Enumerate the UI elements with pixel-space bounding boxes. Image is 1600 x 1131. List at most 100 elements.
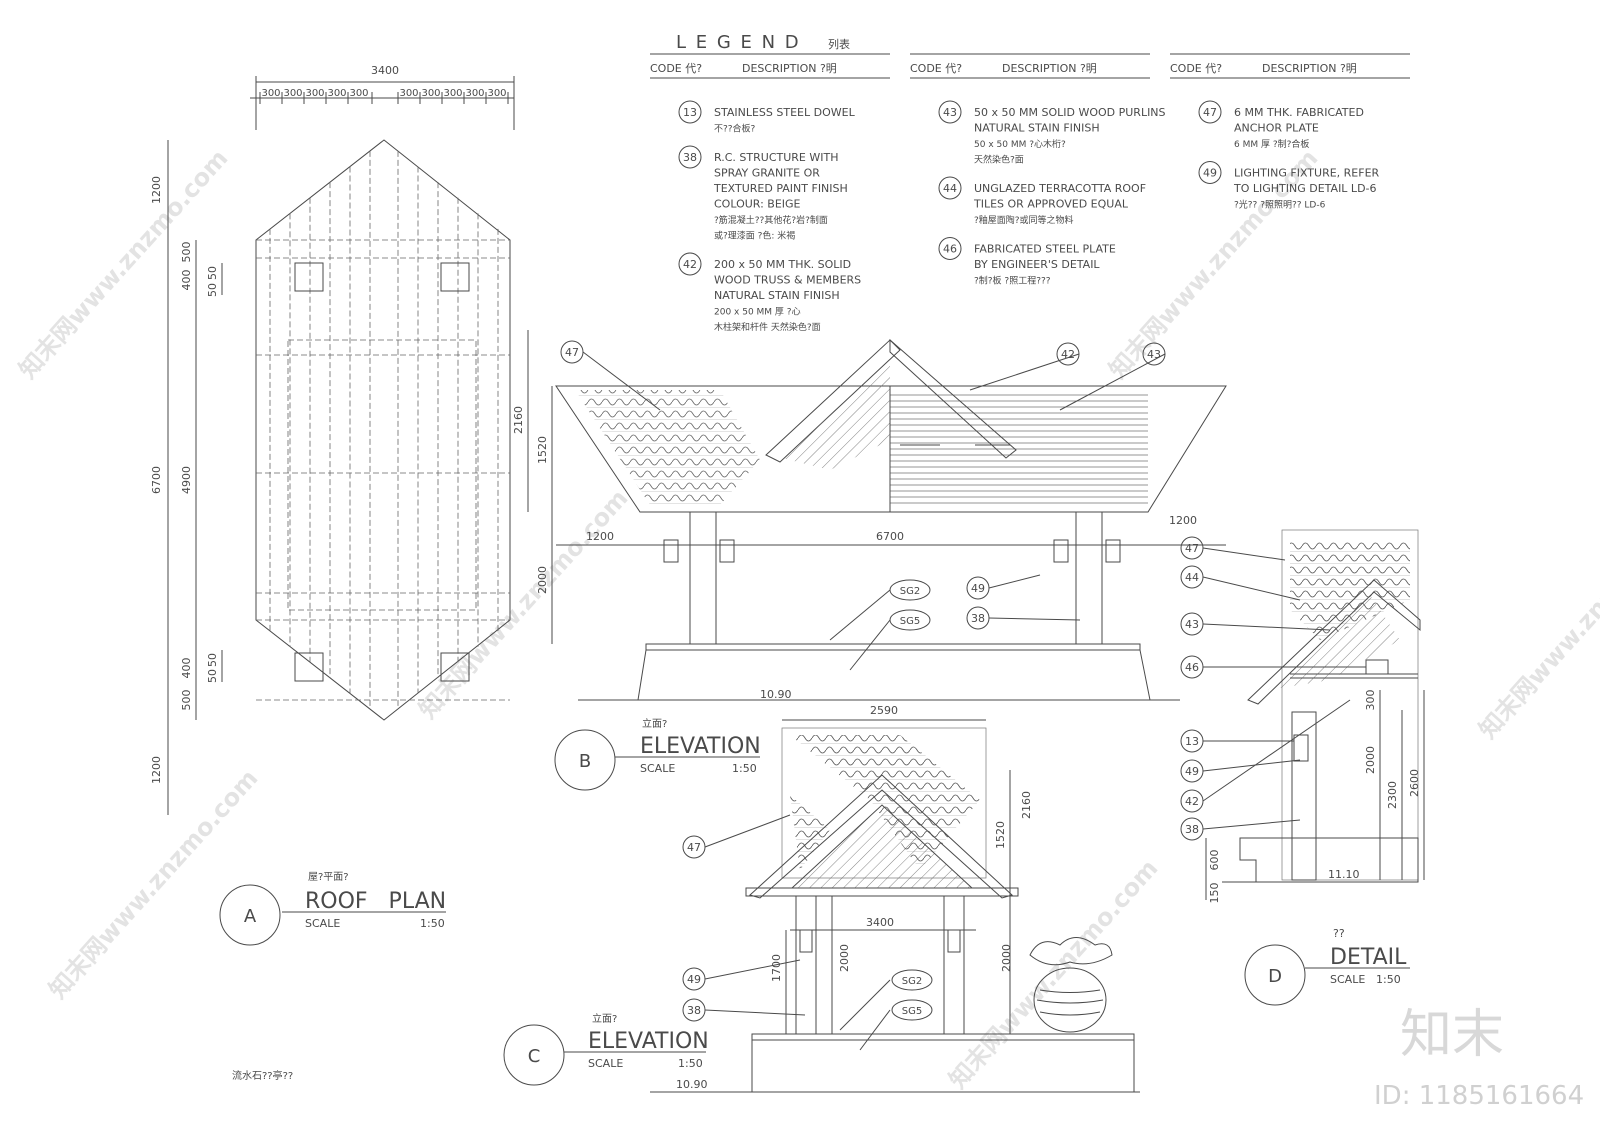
legend-description-line: ANCHOR PLATE: [1234, 122, 1319, 135]
legend-title: L E G E N D: [676, 32, 801, 53]
legend-description-line: 天然染色?面: [974, 154, 1024, 166]
tag-sg-label: SG5: [900, 616, 920, 627]
callout-bubble-label: 38: [1185, 823, 1199, 836]
legend-description-line: BY ENGINEER'S DETAIL: [974, 258, 1100, 271]
elev-c-scale-value: 1:50: [678, 1057, 703, 1070]
dim-top-segment: 300: [305, 88, 324, 99]
callout-bubble: 49: [682, 967, 706, 991]
legend-description-line: 6 MM 厚 ?制?合板: [1234, 138, 1309, 150]
legend-description-line: ?筋混凝土??其他花?岩?制面: [714, 214, 828, 226]
legend-description-line: TILES OR APPROVED EQUAL: [973, 198, 1129, 211]
elev-c-letter: C: [528, 1046, 541, 1067]
legend-description-line: 50 x 50 MM SOLID WOOD PURLINS: [974, 106, 1166, 119]
callout-bubble: 38: [1180, 817, 1204, 841]
dim-left: 500: [180, 242, 193, 263]
callout-bubble-label: 47: [1185, 542, 1199, 555]
callout-bubble-label: 49: [1185, 765, 1199, 778]
legend-description-line: WOOD TRUSS & MEMBERS: [714, 274, 861, 287]
legend-header-code: CODE 代?: [910, 62, 962, 75]
callout-bubble: 38: [966, 606, 990, 630]
dim-label: 1700: [770, 954, 783, 982]
watermark-text: 知末网www.znzmo.com: [44, 764, 264, 1004]
callout-bubble-label: 43: [1185, 618, 1199, 631]
dim-left: 6700: [150, 466, 163, 494]
dim-small: 50: [206, 653, 219, 667]
dim-left: 500: [180, 690, 193, 711]
callout-bubble-label: 47: [565, 346, 579, 359]
legend-description-line: ?制?板 ?照工程???: [974, 275, 1051, 287]
dim-label: 600: [1208, 850, 1221, 871]
legend-code-label: 42: [683, 258, 697, 271]
legend-description-line: 木柱架和杆件 天然染色?面: [714, 321, 821, 333]
dim-label: 6700: [876, 530, 904, 543]
dim-left: 400: [180, 270, 193, 291]
callout-bubble-label: 47: [687, 841, 701, 854]
dim-top-segment: 300: [487, 88, 506, 99]
legend-header-desc: DESCRIPTION ?明: [1262, 62, 1357, 75]
elev-b-letter: B: [579, 751, 591, 772]
tag-sg: SG5: [891, 999, 933, 1021]
legend-code: 38: [678, 145, 702, 169]
dim-top-segment: 300: [261, 88, 280, 99]
legend-code: 46: [938, 237, 962, 260]
callout-bubble-label: 49: [971, 582, 985, 595]
legend-description-line: 50 x 50 MM ?心木桁?: [974, 138, 1066, 150]
legend-code: 42: [678, 252, 702, 276]
dim-top-segment: 300: [283, 88, 302, 99]
legend-description-line: R.C. STRUCTURE WITH: [714, 151, 838, 164]
dim-left: 4900: [180, 466, 193, 494]
dim-label: 2000: [1000, 944, 1013, 972]
legend-header-code: CODE 代?: [1170, 62, 1222, 75]
dim-left: 1200: [150, 756, 163, 784]
legend-title-cn: 列表: [828, 37, 850, 51]
legend-description-line: STAINLESS STEEL DOWEL: [714, 106, 856, 119]
watermark-text: 知末网www.znzmo.com: [1104, 144, 1324, 384]
legend-description-line: 200 x 50 MM THK. SOLID: [714, 258, 851, 271]
legend-description-line: UNGLAZED TERRACOTTA ROOF: [974, 182, 1146, 195]
dim-label: 2000: [1364, 746, 1377, 774]
dim-top-segment: 300: [349, 88, 368, 99]
callout-bubble: 49: [966, 576, 990, 600]
legend-description-line: TEXTURED PAINT FINISH: [713, 182, 848, 195]
callout-bubble: 42: [1056, 342, 1080, 366]
callout-bubble: 43: [1180, 612, 1204, 636]
legend-description-line: ?光?? ?照照明?? LD-6: [1234, 199, 1326, 211]
dim-small: 50: [206, 266, 219, 280]
legend-description-line: 不??合板?: [714, 123, 756, 135]
dim-label: 150: [1208, 883, 1221, 904]
note-bottom-left: 流水石??亭??: [232, 1069, 293, 1082]
legend-code-label: 13: [683, 106, 697, 119]
legend-description-line: 200 x 50 MM 厚 ?心: [714, 307, 801, 318]
legend-item: 42 200 x 50 MM THK. SOLID WOOD TRUSS & MEM…: [678, 252, 861, 333]
callout-bubble-label: 38: [687, 1004, 701, 1017]
elev-b-title-cn: 立面?: [642, 717, 667, 730]
tag-sg-label: SG2: [900, 586, 920, 597]
legend-code-label: 49: [1203, 167, 1217, 180]
elev-b-title: ELEVATION: [640, 734, 761, 759]
watermark-logo: 知末: [1400, 1005, 1504, 1065]
callout-bubble: 47: [560, 340, 584, 364]
watermark-text: 知末网www.znzmo.com: [414, 484, 634, 724]
dim-top-segment: 300: [421, 88, 440, 99]
plan-scale-value: 1:50: [420, 917, 445, 930]
legend-header-desc: DESCRIPTION ?明: [742, 62, 837, 75]
watermark-text: 知末网www.znzmo.com: [944, 854, 1164, 1094]
elev-b-scale-label: SCALE: [640, 762, 675, 775]
watermark-id: ID: 1185161664: [1374, 1081, 1584, 1111]
tag-sg-label: SG5: [902, 1006, 922, 1017]
elev-c-title: ELEVATION: [588, 1029, 709, 1054]
dim-label: 2300: [1386, 781, 1399, 809]
legend-description-line: LIGHTING FIXTURE, REFER: [1234, 167, 1380, 180]
callout-bubble: 38: [682, 998, 706, 1022]
dim-label: 300: [1364, 690, 1377, 711]
legend-header-code: CODE 代?: [650, 62, 702, 75]
detail-level: 11.10: [1328, 868, 1360, 881]
